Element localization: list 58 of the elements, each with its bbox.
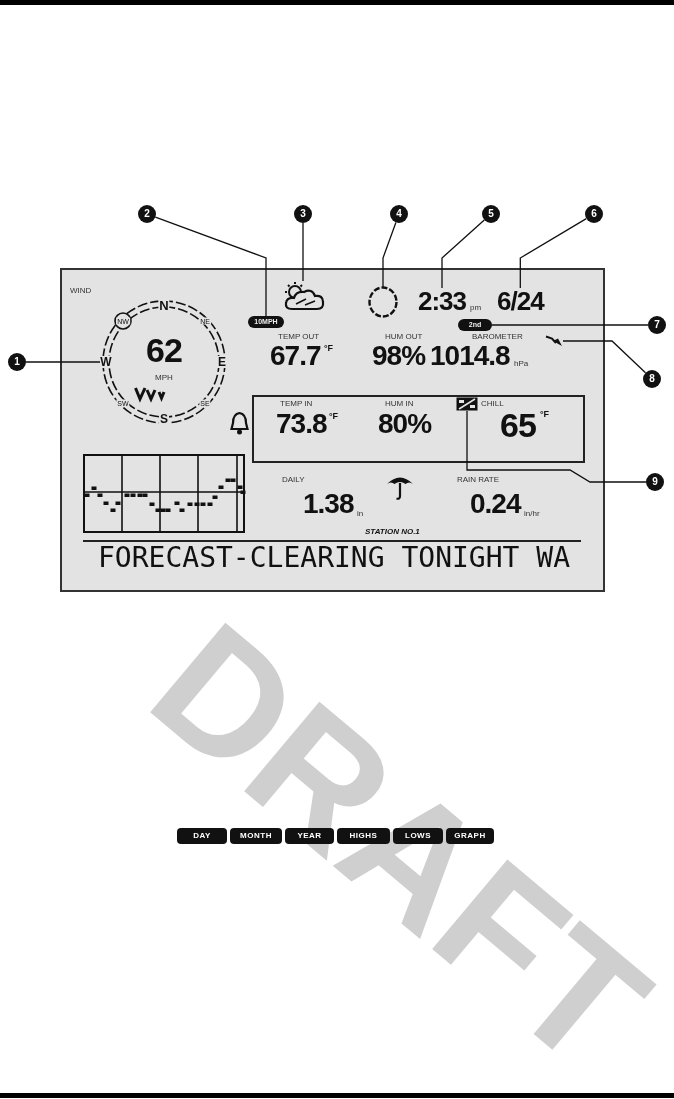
unit-label: in xyxy=(357,510,364,518)
leader-line xyxy=(441,219,485,289)
field-label: BAROMETER xyxy=(472,333,523,341)
leader-line xyxy=(519,217,587,289)
circle-icon xyxy=(368,286,398,318)
leader-line xyxy=(302,222,304,282)
wind-speed-value: 62 xyxy=(146,333,182,367)
compass-point-label: E xyxy=(217,356,227,368)
date-readout: 6/24 xyxy=(497,288,544,314)
leader-line xyxy=(562,340,647,374)
lcd-screen xyxy=(60,268,605,592)
field-label: TEMP OUT xyxy=(278,333,320,341)
leader-line xyxy=(25,361,101,363)
readout-value: 73.8 xyxy=(276,410,327,438)
unit-label: pm xyxy=(470,304,482,312)
readout-value: 80% xyxy=(378,410,432,438)
callout-number: 8 xyxy=(643,370,661,388)
callout-number: 2 xyxy=(138,205,156,223)
compass-point-label: W xyxy=(99,356,113,368)
leader-line xyxy=(382,221,397,288)
leader-line xyxy=(154,216,267,317)
unit-label: hPa xyxy=(514,360,529,368)
readout-value: 67.7 xyxy=(270,342,321,370)
callout-number: 3 xyxy=(294,205,312,223)
readout-value: 98% xyxy=(372,342,426,370)
compass-point-label: N xyxy=(158,298,170,312)
time-readout: 2:33 xyxy=(418,288,467,314)
forecast-ticker: FORECAST-CLEARING TONIGHT WA xyxy=(98,544,570,572)
readout-value: 1014.8 xyxy=(430,342,510,370)
unit-label: in/hr xyxy=(524,510,540,518)
field-label: RAIN RATE xyxy=(457,476,500,484)
field-label: HUM OUT xyxy=(385,333,423,341)
unit-label: °F xyxy=(329,412,339,421)
leader-line xyxy=(466,410,647,483)
field-label: WIND xyxy=(70,287,92,295)
compass-rose xyxy=(100,298,228,426)
unit-label: MPH xyxy=(155,374,173,382)
callout-number: 7 xyxy=(648,316,666,334)
callout-number: 6 xyxy=(585,205,603,223)
readout-value: 0.24 xyxy=(470,490,521,518)
field-label: TEMP IN xyxy=(280,400,313,408)
readout-value: 1.38 xyxy=(303,490,354,518)
unit-label: °F xyxy=(324,344,334,353)
callout-number: 5 xyxy=(482,205,500,223)
field-label: DAILY xyxy=(282,476,305,484)
readout-panel xyxy=(252,395,585,463)
arrow-icon xyxy=(545,335,563,347)
callout-number: 9 xyxy=(646,473,664,491)
field-label: HUM IN xyxy=(385,400,414,408)
compass-point-label: S xyxy=(159,413,169,425)
field-label: CHILL xyxy=(481,400,504,408)
callout-number: 4 xyxy=(390,205,408,223)
unit-label: °F xyxy=(540,410,550,419)
square-icon xyxy=(456,397,478,411)
readout-value: 65 xyxy=(500,408,536,442)
leader-line xyxy=(491,324,649,326)
station-label: STATION NO.1 xyxy=(365,528,420,536)
callout-number: 1 xyxy=(8,353,26,371)
